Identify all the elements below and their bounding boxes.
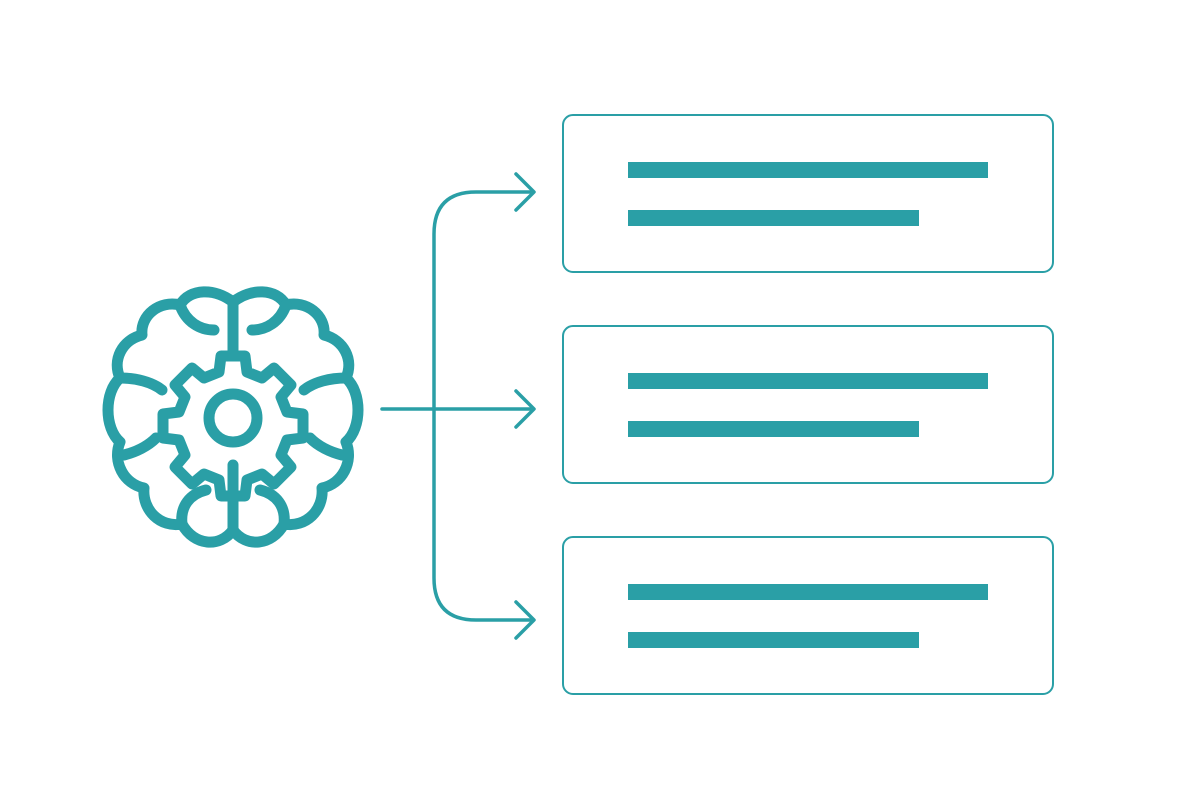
arrow-right-icon (514, 389, 536, 429)
card-1 (562, 114, 1054, 273)
card-frame (562, 325, 1054, 484)
card-line-short (628, 632, 919, 648)
brain-fold-bottom-left (176, 484, 212, 530)
card-frame (562, 114, 1054, 273)
connector-vertical-trunk (432, 190, 532, 622)
brain-fold-upper-left (174, 299, 220, 336)
card-frame (562, 536, 1054, 695)
card-line-long (628, 373, 988, 389)
card-2 (562, 325, 1054, 484)
brain-fold-low-left (118, 432, 162, 461)
card-line-short (628, 210, 919, 226)
brain-fold-mid-right (298, 372, 352, 396)
arrow-right-icon (514, 172, 536, 212)
brain-fold-mid-left (114, 372, 168, 396)
brain-fold-bottom-right (254, 484, 290, 530)
brain-fold-upper-right (246, 299, 292, 336)
card-line-long (628, 162, 988, 178)
branch-connector (380, 172, 536, 640)
gear-icon (157, 350, 309, 502)
arrow-right-icon (514, 600, 536, 640)
card-line-long (628, 584, 988, 600)
brain-gear-icon (102, 286, 364, 548)
card-line-short (628, 421, 919, 437)
card-3 (562, 536, 1054, 695)
gear-hub (203, 388, 263, 448)
brain-fold-low-right (304, 432, 348, 461)
